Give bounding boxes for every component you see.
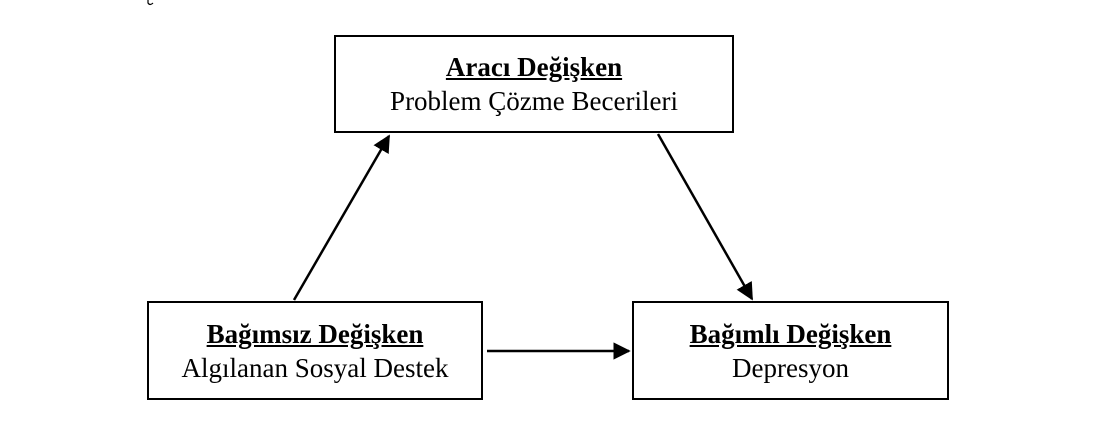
- dependent-variable-box: Bağımlı Değişken Depresyon: [632, 301, 949, 400]
- dependent-subtitle: Depresyon: [732, 352, 849, 383]
- independent-title: Bağımsız Değişken: [206, 318, 424, 349]
- dependent-title: Bağımlı Değişken: [689, 318, 892, 349]
- mediator-title: Aracı Değişken: [445, 52, 623, 82]
- independent-variable-box: Bağımsız Değişken Algılanan Sosyal Deste…: [147, 301, 483, 400]
- arrow-mediator-to-dependent: [656, 133, 754, 301]
- mediator-variable-box: Aracı Değişken Problem Çözme Becerileri: [334, 35, 734, 133]
- independent-subtitle: Algılanan Sosyal Destek: [181, 352, 449, 383]
- cropped-glyph-mark: [147, 0, 154, 6]
- mediator-subtitle: Problem Çözme Becerileri: [390, 86, 678, 116]
- arrow-independent-to-mediator: [292, 134, 391, 301]
